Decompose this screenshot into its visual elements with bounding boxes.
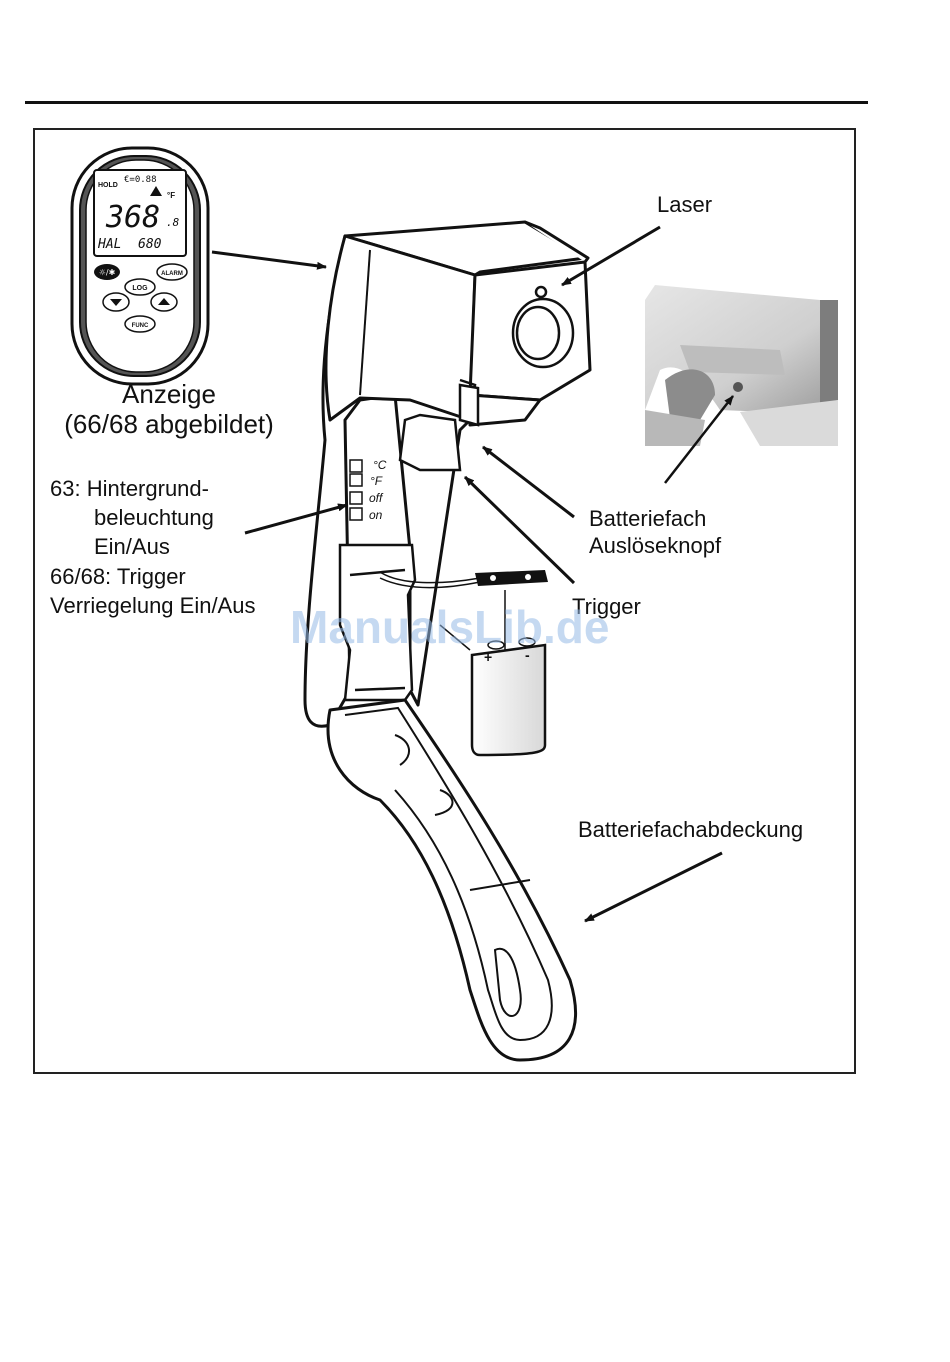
label-trigger-lock-line1: 66/68: Trigger [50, 562, 186, 591]
lcd-mode: HAL [97, 237, 121, 252]
label-battery-cover: Batteriefachabdeckung [578, 815, 803, 844]
lcd-hold: HOLD [98, 182, 118, 189]
label-display-line1: Anzeige [50, 378, 288, 410]
lcd-mode-value: 680 [138, 237, 162, 252]
battery-9v [472, 638, 545, 755]
switch-fahrenheit: °F [370, 474, 383, 488]
btn-log-label: LOG [132, 285, 148, 292]
label-backlight-line3: Ein/Aus [50, 532, 170, 561]
label-backlight-line2: beleuchtung [50, 503, 214, 532]
label-battery-release-line2: Auslöseknopf [589, 531, 721, 560]
battery-connector [475, 570, 548, 586]
lcd-decimal: .8 [166, 216, 180, 229]
switch-off: off [369, 491, 384, 505]
btn-backlight-label: ☼/✱ [99, 268, 116, 277]
label-laser: Laser [657, 190, 712, 219]
label-battery-release-line1: Batteriefach [589, 504, 706, 533]
btn-alarm-label: ALARM [161, 271, 183, 277]
lcd-reading: 368 [105, 200, 160, 235]
arrow-display [212, 252, 326, 267]
switch-celsius: °C [373, 458, 387, 472]
btn-func-label: FUNC [132, 323, 149, 329]
label-display-line2: (66/68 abgebildet) [48, 408, 290, 440]
switch-on: on [369, 508, 383, 522]
label-backlight-line1: 63: Hintergrund- [50, 474, 209, 503]
lcd-unit: °F [167, 191, 175, 200]
laser-photo-inset [645, 283, 838, 446]
arrow-cover [585, 853, 722, 921]
label-trigger-lock-line2: Verriegelung Ein/Aus [50, 591, 255, 620]
lcd-emissivity: €=0.88 [124, 175, 157, 185]
arrow-trigger [465, 477, 574, 583]
watermark: ManualsLib.de [290, 600, 609, 654]
